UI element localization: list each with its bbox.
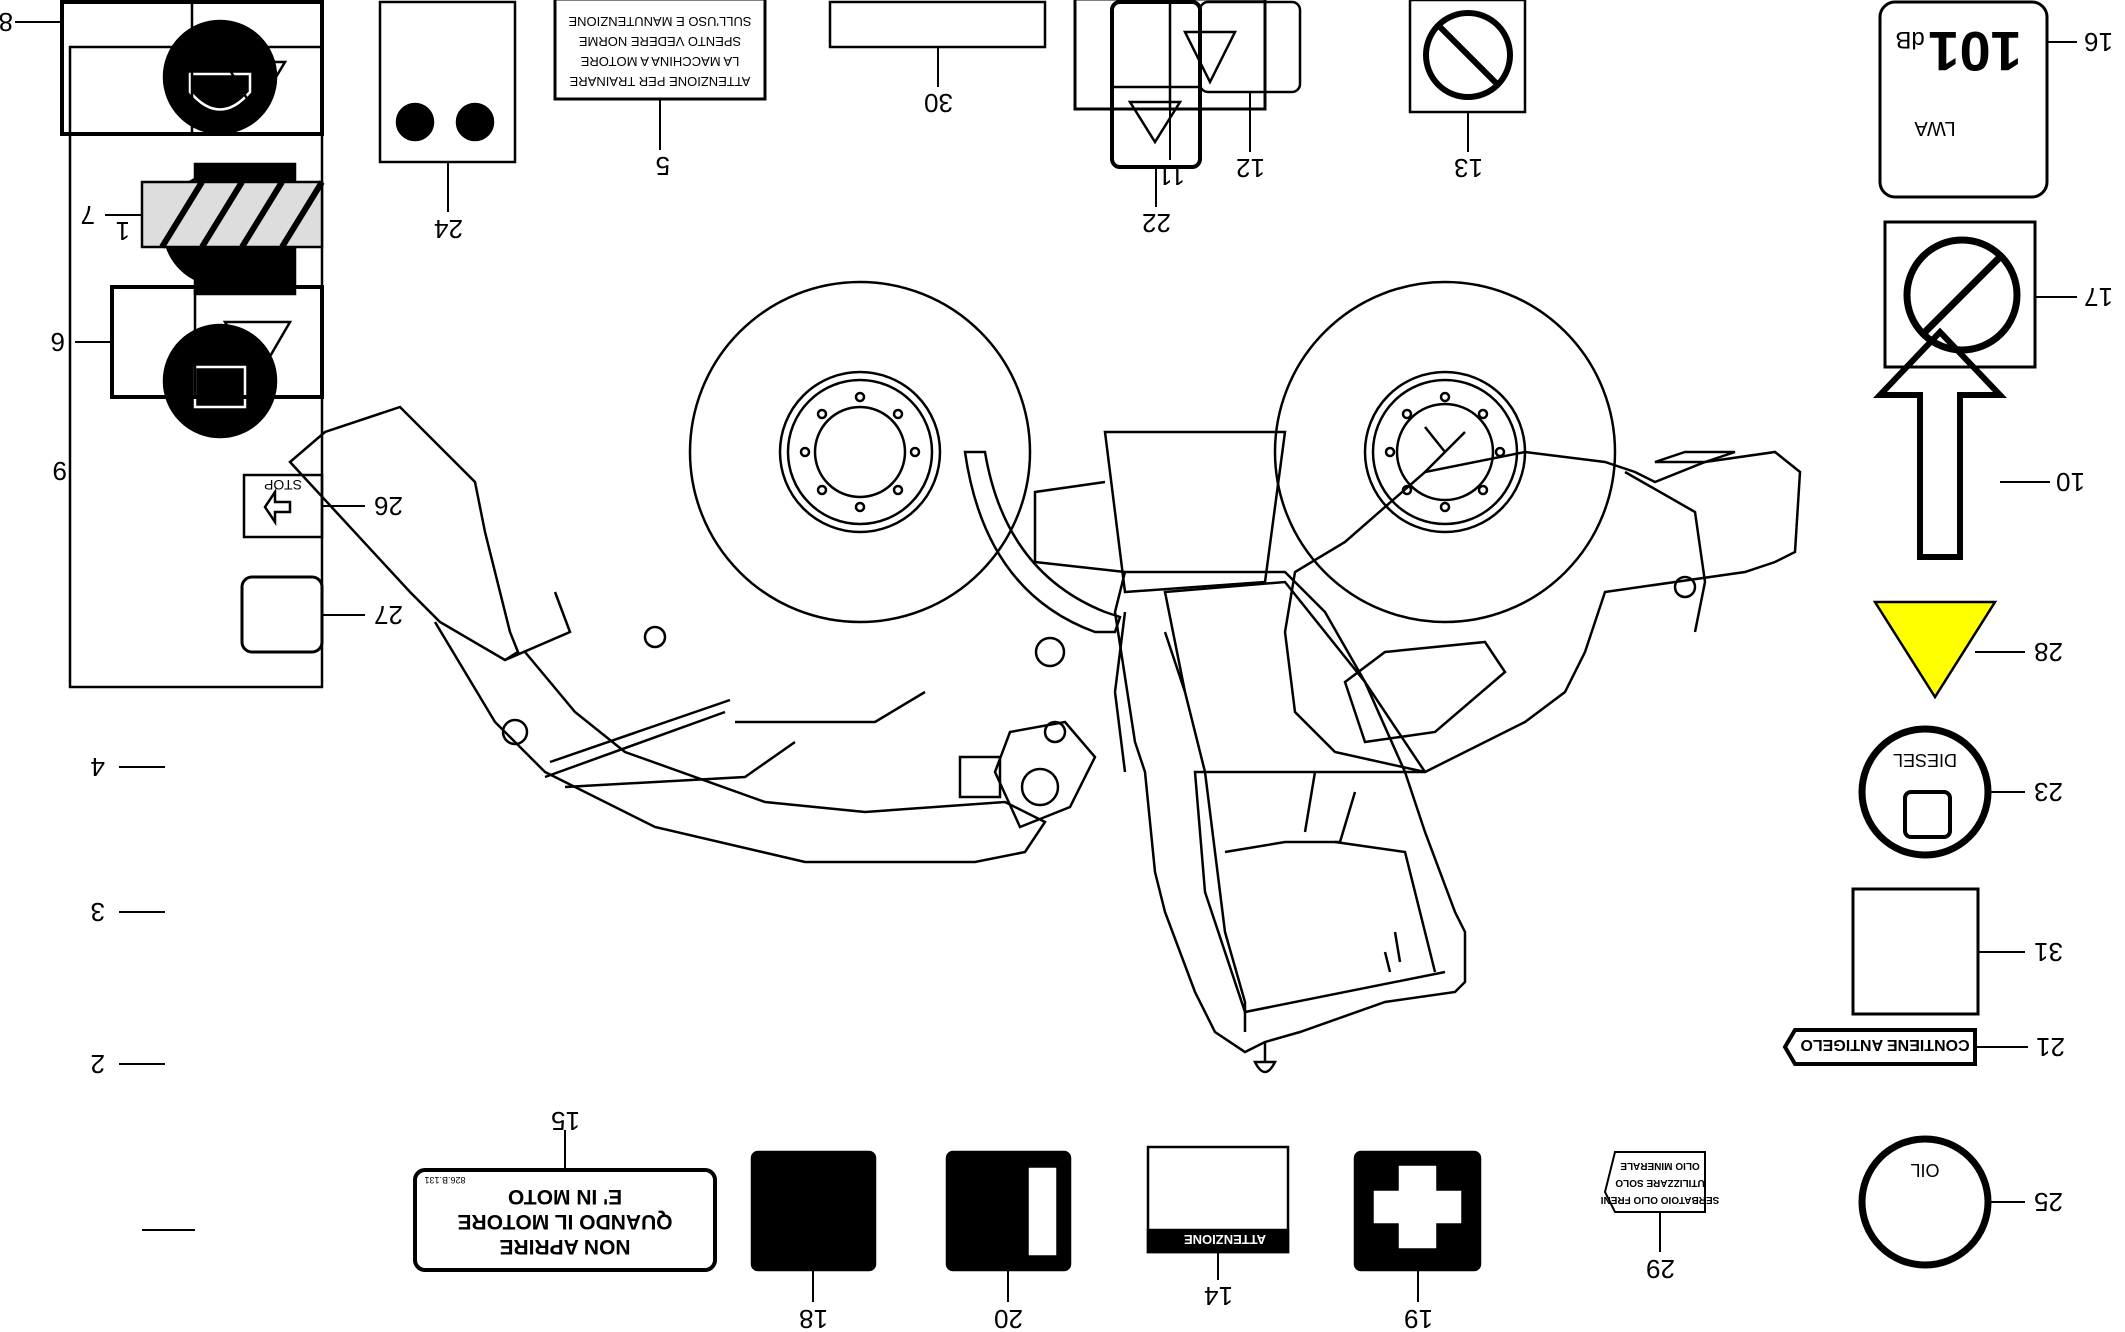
callout-20: 20 xyxy=(994,1304,1023,1332)
decal-17 xyxy=(1883,220,2037,369)
callout-12: 12 xyxy=(1236,153,1265,183)
callout-18: 18 xyxy=(799,1304,828,1332)
decal-31 xyxy=(1851,887,1980,1016)
rear-wheel xyxy=(1273,280,1617,624)
decal-14-text: ATTENZIONE xyxy=(1184,1232,1266,1247)
decal-5-line-2: LA MACCHINA A MOTORE xyxy=(580,54,739,69)
decal-23-text: DIESEL xyxy=(1893,750,1957,770)
decal-21 xyxy=(1782,1028,1977,1066)
callout-14: 14 xyxy=(1204,1281,1233,1311)
decal-15-code: 826.B.131 xyxy=(424,1175,465,1185)
front-wheel xyxy=(688,280,1032,624)
callout-16: 16 xyxy=(2084,27,2113,57)
callout-10: 10 xyxy=(2056,467,2085,497)
callout-31: 31 xyxy=(2034,937,2063,967)
decal-27 xyxy=(240,575,324,654)
decal-12 xyxy=(1198,0,1302,94)
decal-25 xyxy=(1858,1135,1992,1269)
callout-29: 29 xyxy=(1646,1254,1675,1284)
decal-4 xyxy=(162,323,278,439)
callout-13: 13 xyxy=(1454,153,1483,183)
decal-29 xyxy=(1603,1151,1706,1213)
callout-19: 19 xyxy=(1404,1304,1433,1332)
engine-hood xyxy=(1283,450,1802,774)
loader-bucket xyxy=(288,405,520,662)
callout-6: 6 xyxy=(51,327,65,357)
callout-1: 1 xyxy=(116,216,130,246)
decal-16-value: 101 xyxy=(1928,20,2021,83)
decal-28 xyxy=(1872,600,1998,700)
decal-29-line-1: SERBATOIO OLIO FRENI xyxy=(1601,1194,1720,1205)
decal-15-line-2: QUANDO IL MOTORE xyxy=(457,1210,672,1233)
loader-boom xyxy=(433,621,1047,864)
callout-7: 7 xyxy=(81,200,95,230)
chassis xyxy=(1033,430,1287,594)
decal-26-text: STOP xyxy=(264,477,302,493)
decal-15-line-3: E' IN MOTO xyxy=(508,1185,622,1208)
callout-27: 27 xyxy=(374,600,403,630)
callout-2: 2 xyxy=(91,1049,105,1079)
callout-22: 22 xyxy=(1142,208,1171,238)
callout-26: 26 xyxy=(374,491,403,521)
decal-24 xyxy=(378,0,517,164)
decal-29-line-2: UTILIZZARE SOLO xyxy=(1615,1177,1705,1188)
callout-21: 21 xyxy=(2036,1032,2065,1062)
decal-29-line-3: OLIO MINERALE xyxy=(1620,1160,1700,1171)
callout-15: 15 xyxy=(551,1106,580,1136)
decal-texts: ATTENZIONE PER TRAINARE LA MACCHINA A MO… xyxy=(264,14,2022,1258)
decal-21-text: CONTIENE ANTIGELO xyxy=(1800,1036,1969,1053)
callout-numbers: 1 2 3 4 5 6 7 8 9 10 11 12 13 14 15 16 1… xyxy=(0,7,2113,1332)
callout-24: 24 xyxy=(434,214,463,244)
decal-16 xyxy=(1878,0,2049,199)
cab xyxy=(1113,570,1467,1074)
callout-9: 9 xyxy=(53,456,67,486)
decal-2 xyxy=(162,19,278,135)
callout-4: 4 xyxy=(91,752,105,782)
decal-25-text: OIL xyxy=(1910,1160,1939,1180)
decal-16-lwa: LWA xyxy=(1914,117,1956,139)
machine-drawing xyxy=(288,280,1802,1074)
decal-30 xyxy=(828,0,1047,49)
callout-25: 25 xyxy=(2034,1187,2063,1217)
decal-15-line-1: NON APRIRE xyxy=(499,1235,630,1258)
callout-17: 17 xyxy=(2084,282,2113,312)
decal-group xyxy=(60,0,2049,1272)
decal-5-line-4: SULL'USO E MANUTENZIONE xyxy=(568,14,751,29)
decal-5-line-3: SPENTO VEDERE NORME xyxy=(579,34,742,49)
callout-23: 23 xyxy=(2034,777,2063,807)
callout-5: 5 xyxy=(656,151,670,181)
callout-11: 11 xyxy=(1158,161,1185,191)
leader-lines xyxy=(15,21,2077,1302)
callout-3: 3 xyxy=(91,897,105,927)
callout-28: 28 xyxy=(2034,637,2063,667)
decal-10 xyxy=(1873,327,2007,560)
callout-30: 30 xyxy=(924,88,953,118)
callout-8: 8 xyxy=(0,7,13,37)
decal-16-unit: dB xyxy=(1895,26,1924,53)
decal-18 xyxy=(750,1150,877,1272)
decal-5-line-1: ATTENZIONE PER TRAINARE xyxy=(569,74,750,89)
